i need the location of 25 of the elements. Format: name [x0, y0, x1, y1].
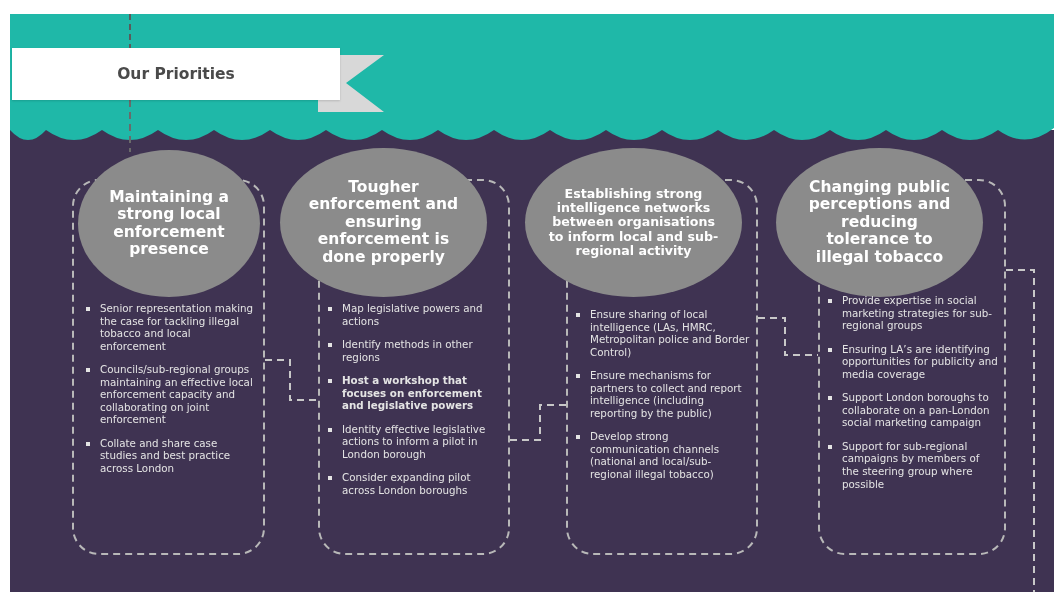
- bullet-text: Ensure sharing of local intelligence (LAs, HMRC, Metropolitan police and Border Control): [590, 308, 750, 358]
- priority-panel: [776, 148, 1006, 555]
- connector: [757, 317, 819, 356]
- bullet-text: Map legislative powers and actions: [342, 302, 483, 327]
- bullet-text: Identify methods in other regions: [342, 338, 473, 363]
- bullet-text: Support London boroughs to collaborate on a pan-London social marketing campaign: [842, 391, 990, 429]
- connector: [129, 99, 131, 153]
- bullet-text: Consider expanding pilot across London boroughs: [342, 471, 471, 496]
- bullet-text: Ensuring LA’s are identifying opportunities for publicity and media coverage: [842, 342, 998, 380]
- priority-panel: [525, 148, 758, 555]
- bullet-text: Identity effective legislative actions to inform a pilot in London borough: [342, 422, 486, 460]
- priority-panel: [280, 148, 510, 555]
- priority-panel: [72, 150, 265, 555]
- bullet-text: Host a workshop that focuses on enforcement and legislative powers: [342, 374, 482, 412]
- bullet-text: Provide expertise in social marketing strategies for sub-regional groups: [842, 294, 992, 332]
- bullet-text: Councils/sub-regional groups maintaining an effective local enforcement capacity and collaborating on joint enforcement: [100, 363, 253, 426]
- connector: [509, 404, 567, 441]
- connector: [1005, 269, 1035, 592]
- title-banner: Our Priorities: [12, 48, 340, 100]
- bullet-text: Support for sub-regional campaigns by members of the steering group where possible: [842, 439, 980, 490]
- connector: [264, 359, 319, 401]
- bullet-text: Senior representation making the case for tackling illegal tobacco and local enforcement: [100, 302, 254, 352]
- bullet-text: Develop strong communication channels (national and local/sub-regional illegal tobacco): [590, 430, 719, 480]
- bullet-text: Collate and share case studies and best practice across London: [100, 436, 231, 474]
- bullet-text: Ensure mechanisms for partners to collect and report intelligence (including reporting by the public): [590, 369, 742, 419]
